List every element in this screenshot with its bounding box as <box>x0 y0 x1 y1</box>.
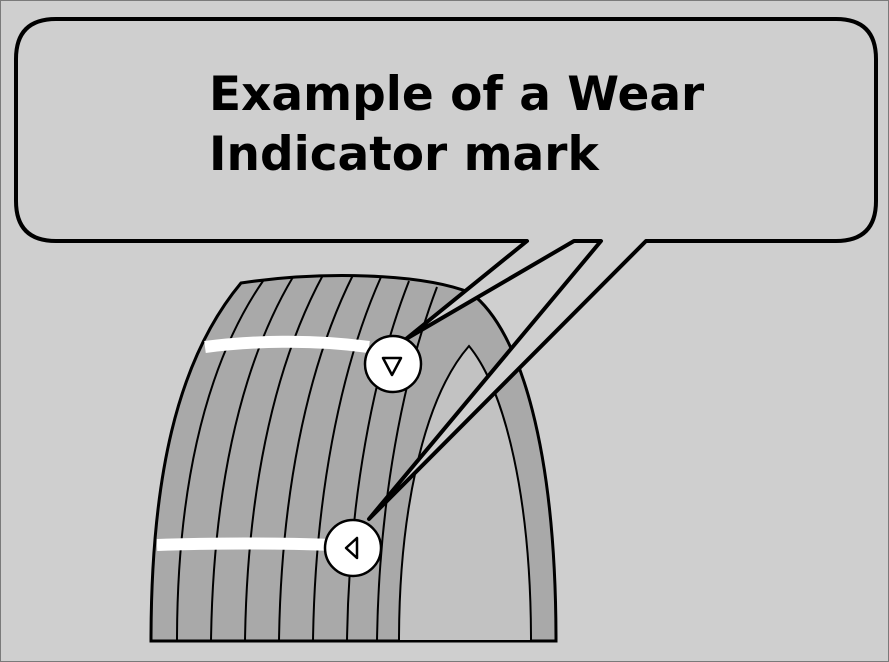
callout-line-1: Example of a Wear <box>209 67 705 122</box>
triangle-down-icon <box>381 356 403 377</box>
triangle-left-icon <box>344 536 359 560</box>
lower-indicator-band <box>156 537 332 551</box>
callout-balloon <box>14 17 878 521</box>
upper-indicator-band <box>204 335 370 353</box>
callout-line-2: Indicator mark <box>209 127 599 182</box>
tread-grooves <box>176 274 438 642</box>
callout-text: Example of a Wear Indicator mark <box>209 65 829 185</box>
tire-inner-sidewall <box>397 344 533 642</box>
